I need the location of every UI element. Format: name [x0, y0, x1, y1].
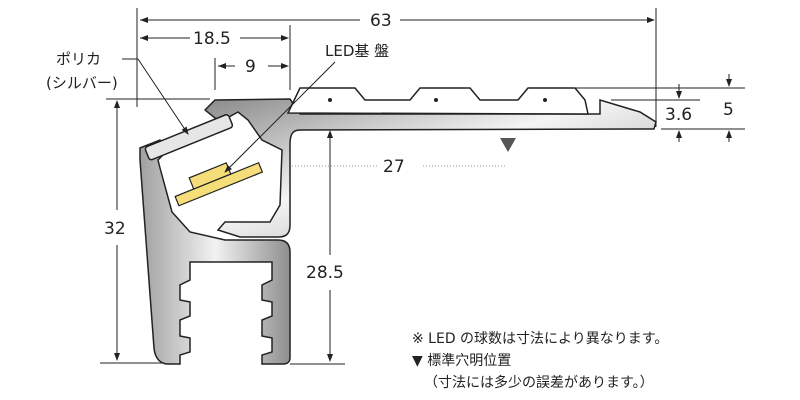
note-led-count: ※ LED の球数は寸法により異なります。	[412, 331, 669, 347]
insert-dots	[328, 98, 547, 102]
label-led-board: LED基 盤	[325, 42, 389, 60]
dimension-lines	[114, 17, 732, 362]
dim-inner-height: 28.5	[306, 263, 344, 283]
arrow-heads	[114, 17, 333, 138]
aluminum-body-left	[139, 139, 291, 365]
hole-position-marker	[500, 138, 516, 152]
dim-top-height: 5	[723, 100, 734, 120]
label-polycarbonate-color: (シルバー)	[46, 74, 118, 92]
aluminum-profile	[203, 98, 657, 238]
extension-lines	[100, 8, 745, 365]
led-board	[174, 161, 264, 207]
note-tolerance: （寸法には多少の誤差があります。）	[424, 375, 654, 391]
label-polycarbonate: ポリカ	[56, 50, 101, 68]
note-hole-position: ▼ 標準穴明位置	[412, 353, 512, 369]
dim-left-width: 18.5	[193, 29, 231, 49]
dim-hole-position: 27	[383, 157, 405, 177]
dim-total-height: 32	[104, 219, 126, 239]
dim-inner-width: 9	[245, 57, 256, 77]
dim-top-thickness: 3.6	[665, 105, 692, 125]
polycarbonate-cover	[144, 114, 234, 161]
top-insert	[286, 87, 589, 115]
leader-lines	[122, 58, 336, 173]
dim-total-width: 63	[370, 11, 392, 31]
